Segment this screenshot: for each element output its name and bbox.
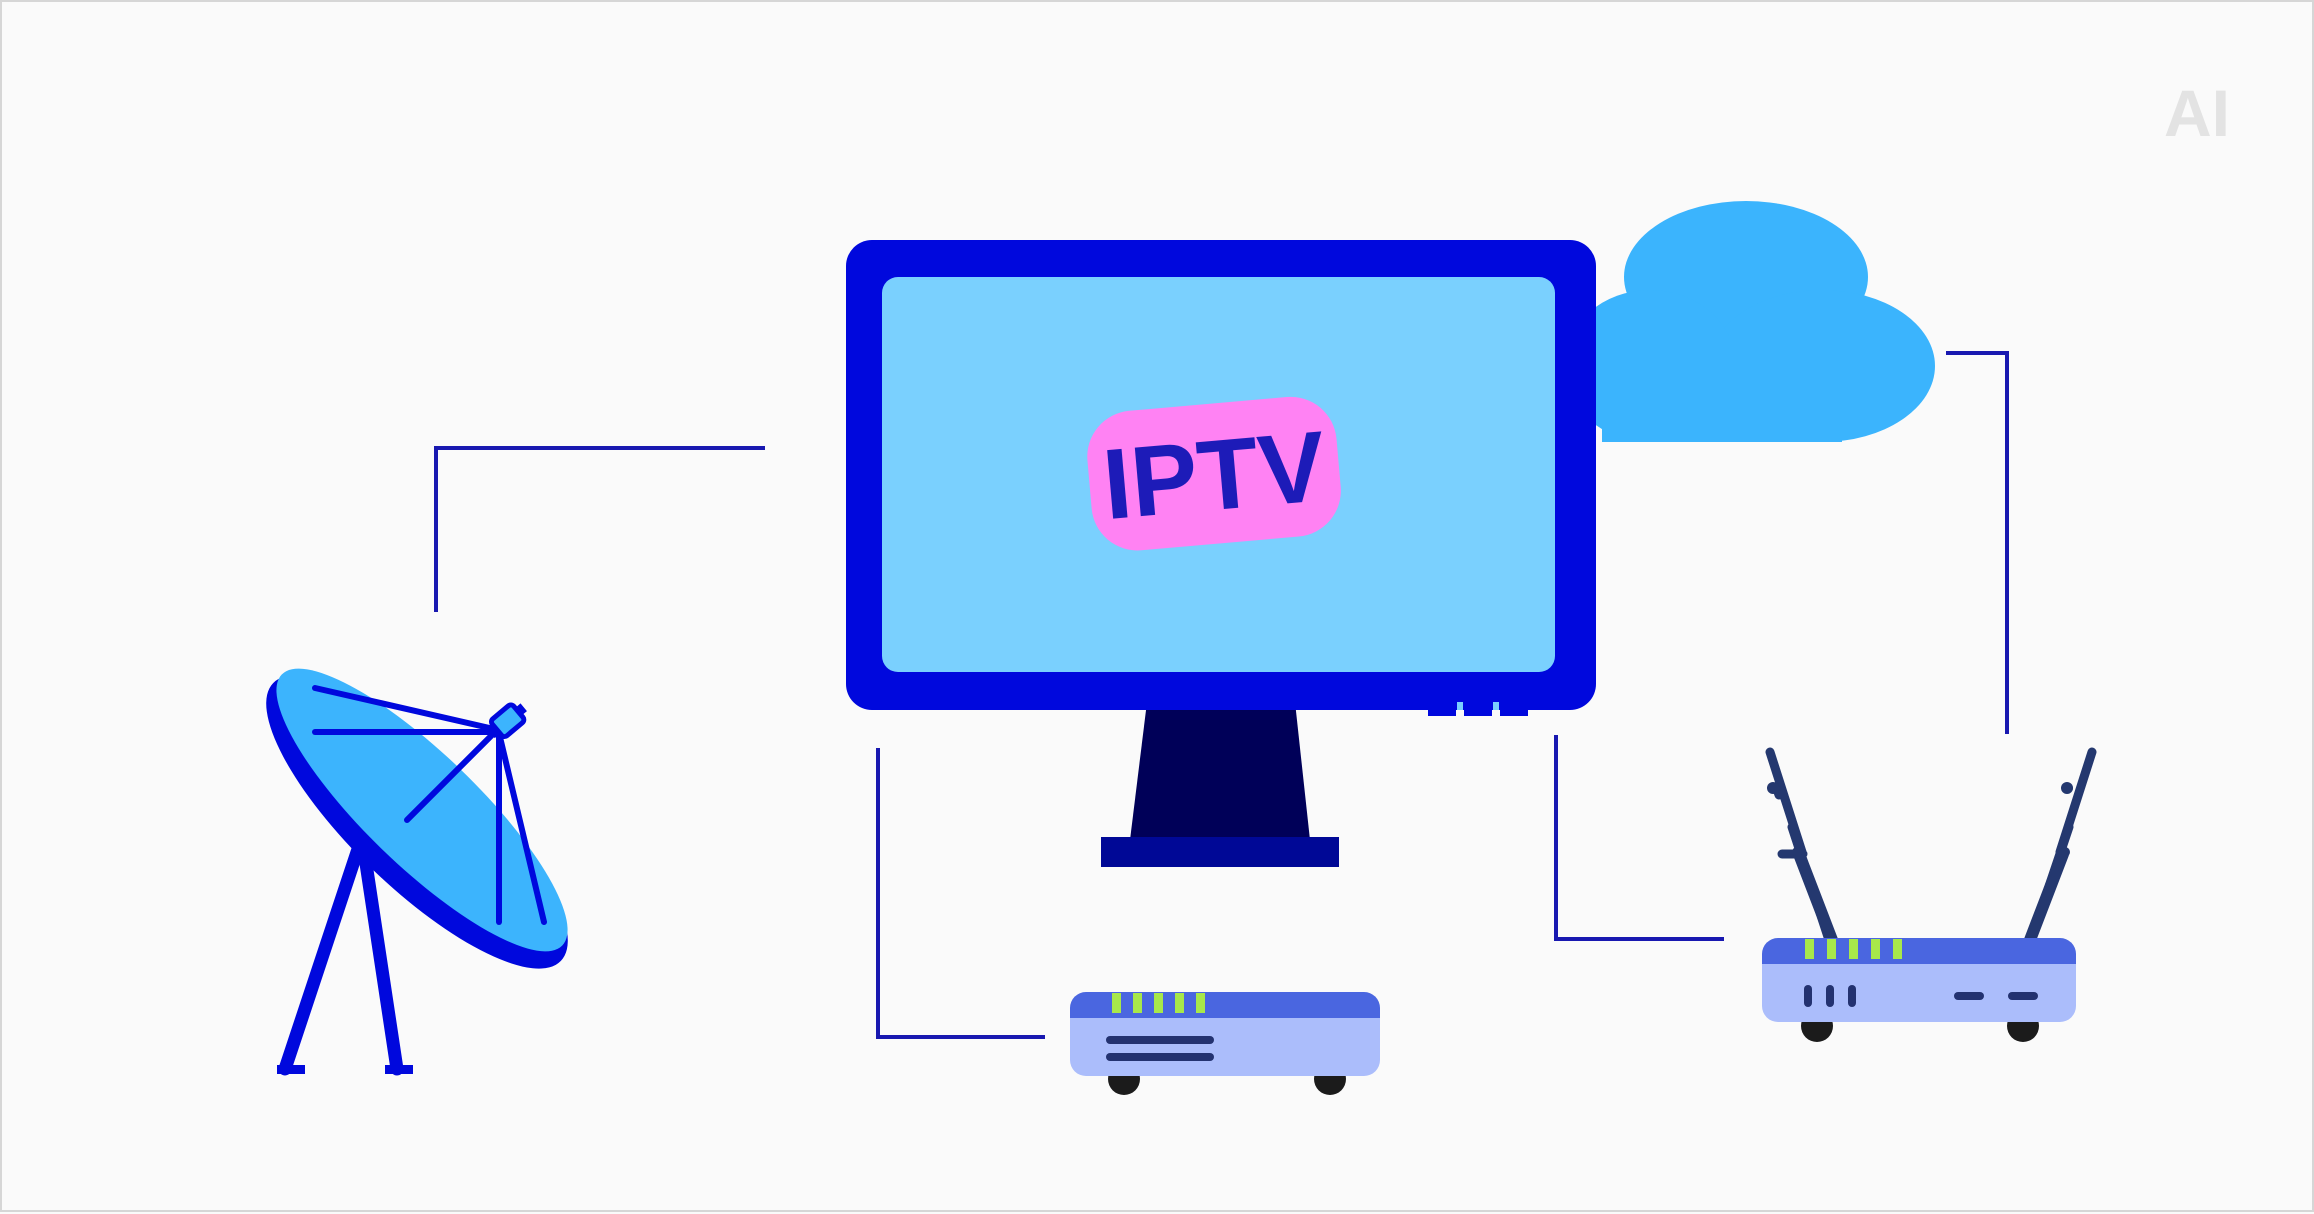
iptv-badge-text: IPTV: [1099, 410, 1330, 541]
monitor-base: [1101, 837, 1339, 867]
monitor-stand: [1130, 702, 1310, 840]
connector-tv-to-router: [1556, 735, 1724, 939]
router-icon: [1762, 752, 2092, 1042]
cloud-icon: [1564, 201, 1935, 442]
connector-dish-to-tv: [436, 448, 765, 612]
satellite-dish-icon: [228, 634, 606, 1074]
connector-tv-to-set-top-box: [878, 748, 1045, 1037]
iptv-badge: IPTV: [1083, 393, 1344, 554]
watermark-logo: AI: [2164, 76, 2230, 150]
monitor-port-tabs: [1428, 702, 1528, 716]
connector-cloud-to-router: [1946, 353, 2007, 734]
set-top-box-icon: [1070, 992, 1380, 1095]
